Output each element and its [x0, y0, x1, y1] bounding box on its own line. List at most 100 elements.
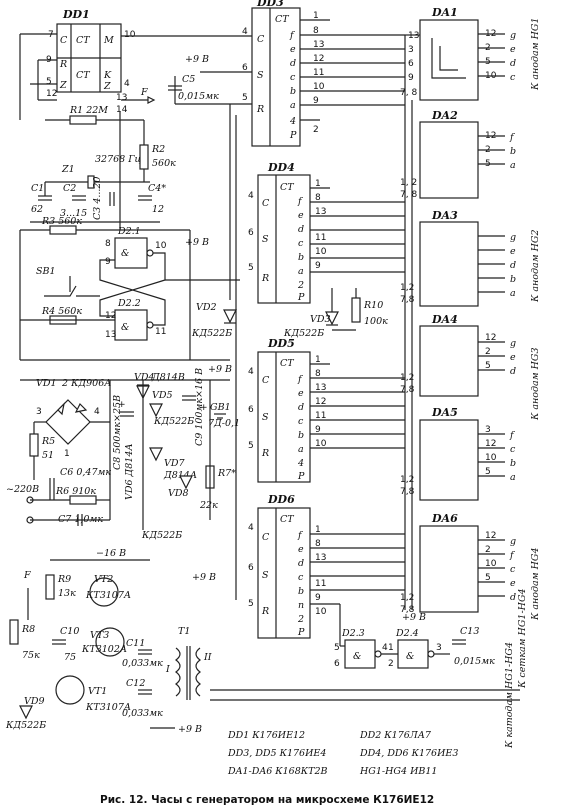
dd5-label: DD5 — [267, 337, 295, 350]
c5-group: C5 0,015мк +9 В — [168, 54, 252, 105]
z1-crystal — [87, 175, 95, 189]
da1-i13: 13 — [408, 31, 419, 41]
vd2-label: VD2 — [196, 302, 217, 313]
c11-value: 0,033мк — [122, 658, 163, 669]
dd4-2: 2 — [297, 280, 304, 291]
r9-label: R9 — [57, 574, 71, 585]
dd5-pin5: 5 — [248, 441, 254, 451]
dd3-pin-c: C — [257, 34, 265, 45]
dd4-label: DD4 — [267, 161, 295, 174]
r2-resistor — [139, 144, 149, 170]
vt2-transistor — [89, 577, 119, 607]
d2-1-pin8: 8 — [105, 239, 111, 249]
c2-label: C2 — [63, 183, 76, 194]
da6-f: f — [509, 550, 515, 561]
da1-i6: 6 — [408, 59, 414, 69]
vd8-diode — [179, 475, 193, 490]
dd5-o8: 8 — [315, 369, 321, 379]
dd3-p: P — [289, 130, 297, 141]
c13-label: C13 — [460, 626, 479, 637]
p9v-c13: +9 В — [402, 612, 426, 623]
da1-g: g — [510, 30, 516, 41]
vd1-pin3: 3 — [36, 407, 42, 417]
vd9-value: КД522Б — [5, 720, 46, 731]
vd4-value: Д814В — [151, 372, 185, 383]
dd6-o13: 13 — [315, 553, 326, 563]
dd3-chip: DD3 C S R CT f e d c b a 4 P 4 6 5 — [242, 0, 301, 147]
dd5-b: b — [298, 430, 304, 441]
vt1-value: КТ3107А — [85, 702, 131, 713]
da4-p12: 1,2 — [400, 373, 414, 383]
dd6-pin6: 6 — [248, 563, 254, 573]
vd1-bridge — [45, 399, 91, 445]
c1-label: C1 — [31, 183, 44, 194]
dd4-o11: 11 — [315, 233, 326, 243]
d2-1-amp: & — [121, 248, 129, 259]
dd4-o13: 13 — [315, 207, 326, 217]
da6-e: e — [510, 578, 516, 589]
dd4-pin4: 4 — [248, 191, 254, 201]
dd4-c: c — [298, 238, 304, 249]
dd6-2: 2 — [297, 614, 304, 625]
dd5-ct: CT — [280, 358, 294, 369]
dd6-d: d — [298, 558, 304, 569]
c3-label: C3 4...20 — [92, 176, 103, 220]
da3-label: DA3 — [431, 209, 458, 222]
da6-p12: 1,2 — [400, 593, 414, 603]
da2-p12: 1, 2 — [400, 178, 417, 188]
dd6-b: b — [298, 586, 304, 597]
dd3-pin5: 5 — [242, 93, 248, 103]
dd3-e: e — [290, 44, 296, 55]
r8-value: 75к — [22, 650, 40, 661]
vd9-diode — [19, 705, 33, 720]
dd1-pin-z: Z — [59, 80, 67, 91]
dd3-o11: 11 — [313, 68, 324, 78]
figure-caption: Рис. 12. Часы с генератором на микросхем… — [100, 794, 434, 806]
dd1-pin-c: C — [60, 35, 68, 46]
da1-chip: DA1 13 3 6 9 7, 8 12 2 5 10 g e d c К ан… — [400, 6, 541, 101]
da1-c: c — [510, 72, 516, 83]
da4-d: d — [510, 366, 516, 377]
c11-label: C11 — [126, 638, 145, 649]
da5-c: c — [510, 444, 516, 455]
da6-label: DA6 — [431, 512, 458, 525]
dd3-o12: 12 — [313, 54, 324, 64]
da4-e: e — [510, 352, 516, 363]
dd6-chip: DD6 C S R CT f e d c b n 2 P 4 6 5 1 8 1… — [248, 493, 405, 639]
dd1-pin-ct: CT — [76, 35, 90, 46]
grid-label: К сеткам HG1-HG4 — [517, 588, 528, 689]
dd1-pin13: 13 — [116, 93, 127, 103]
da3-p12: 1,2 — [400, 283, 414, 293]
legend-da: DA1-DA6 К168КТ2В — [227, 766, 327, 777]
dd6-pin-c: C — [262, 532, 270, 543]
d2-4-pin1: 1 — [388, 643, 394, 653]
dd4-o10: 10 — [315, 247, 327, 257]
gb1-label: GB1 — [210, 402, 231, 413]
da4-o12: 12 — [485, 333, 496, 343]
dd1-pin-k: K — [103, 70, 112, 81]
d2-4-label: D2.4 — [395, 628, 419, 639]
dd1-pin14: 14 — [116, 105, 128, 115]
vt1-transistor — [55, 675, 85, 705]
d2-4-gate — [397, 639, 429, 669]
da6-p78: 7,8 — [400, 605, 415, 615]
da5-o10: 10 — [485, 453, 497, 463]
c1-value: 62 — [31, 204, 43, 215]
dd6-pin4: 4 — [248, 523, 254, 533]
vd2-diode — [223, 309, 237, 324]
d2-2-pin13: 13 — [105, 330, 116, 340]
dd4-pin-c: C — [262, 198, 270, 209]
d2-1-pin10: 10 — [155, 241, 167, 251]
dd6-c: c — [298, 572, 304, 583]
da6-o10: 10 — [485, 559, 497, 569]
d2-2-pin11: 11 — [155, 327, 166, 337]
dd3-pin6: 6 — [242, 63, 248, 73]
dd6-f: f — [297, 530, 303, 541]
dd1-pin10: 10 — [124, 30, 136, 40]
r8-resistor — [9, 619, 19, 645]
dd4-pin-s: S — [262, 234, 269, 245]
dd3-pin4: 4 — [242, 27, 248, 37]
dd4-o9: 9 — [315, 261, 321, 271]
vd2-vd3: VD2 КД522Б VD3 КД522Б R10 100к — [191, 288, 388, 339]
